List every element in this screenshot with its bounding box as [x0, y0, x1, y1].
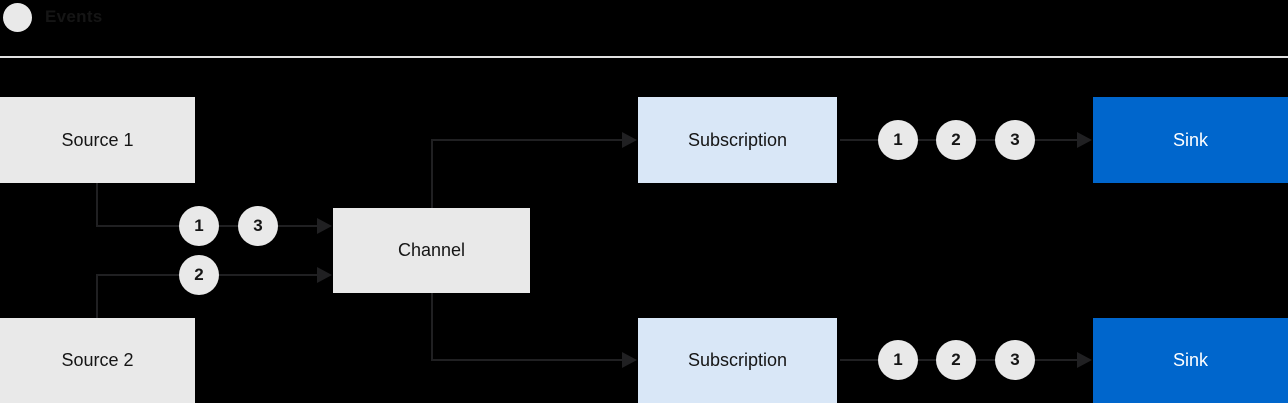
arrowhead-source2-to-channel: [317, 267, 332, 283]
connector-source2-vertical: [96, 275, 98, 318]
legend-separator: [0, 56, 1288, 58]
event-circle-sub1-2: 2: [936, 120, 976, 160]
arrowhead-subscription2-to-sink2: [1077, 352, 1092, 368]
arrowhead-channel-to-subscription2: [622, 352, 637, 368]
event-circle-sub1-1: 1: [878, 120, 918, 160]
arrowhead-subscription1-to-sink1: [1077, 132, 1092, 148]
node-sink-2: Sink: [1093, 318, 1288, 403]
connector-channel-up-vertical: [431, 139, 433, 208]
node-subscription-2: Subscription: [638, 318, 837, 403]
event-circle-sub1-3: 3: [995, 120, 1035, 160]
event-circle-src1-3: 3: [238, 206, 278, 246]
node-source-2: Source 2: [0, 318, 195, 403]
event-circle-src1-1: 1: [179, 206, 219, 246]
arrowhead-channel-to-subscription1: [622, 132, 637, 148]
arrowhead-source1-to-channel: [317, 218, 332, 234]
event-circle-sub2-2: 2: [936, 340, 976, 380]
node-sink-1: Sink: [1093, 97, 1288, 183]
connector-channel-sub2-horizontal: [431, 359, 625, 361]
event-circle-src2-2: 2: [179, 255, 219, 295]
node-subscription-1: Subscription: [638, 97, 837, 183]
events-legend-icon: [3, 3, 32, 32]
events-legend-label: Events: [45, 7, 103, 26]
event-circle-sub2-3: 3: [995, 340, 1035, 380]
connector-channel-sub1-horizontal: [431, 139, 625, 141]
node-channel: Channel: [333, 208, 530, 293]
event-circle-sub2-1: 1: [878, 340, 918, 380]
connector-channel-down-vertical: [431, 293, 433, 361]
node-source-1: Source 1: [0, 97, 195, 183]
connector-source1-vertical: [96, 183, 98, 227]
